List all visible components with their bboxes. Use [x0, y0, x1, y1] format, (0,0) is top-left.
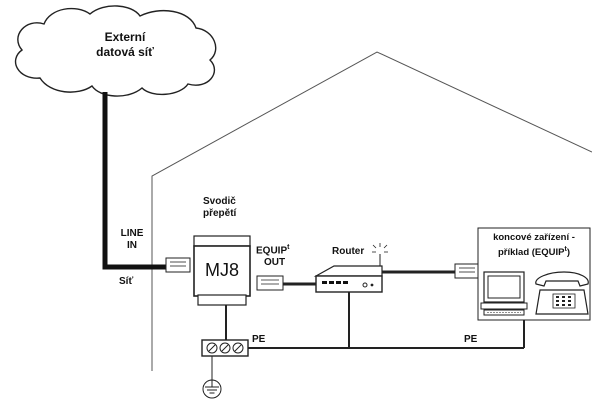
- protector-label-line2: přepětí: [203, 208, 237, 219]
- computer-icon: [480, 271, 528, 316]
- terminal-label: koncové zařízení - příklad (EQUIPt): [478, 232, 590, 259]
- terminal-block: [201, 339, 249, 357]
- rj45-connector-equip-out: [256, 275, 284, 291]
- rj45-connector-line-in: [165, 257, 191, 273]
- router-antenna-icon: [372, 243, 388, 253]
- equip-out-label-text: EQUIP: [256, 245, 288, 257]
- pe-left-label: PE: [252, 334, 266, 345]
- device-name-label: MJ8: [204, 260, 239, 280]
- mj8-device: [193, 235, 251, 306]
- external-line-cable: [102, 92, 167, 270]
- terminal-label-line2-text: příklad (EQUIP: [497, 247, 565, 259]
- router: [313, 254, 383, 293]
- equip-out-label-line1: EQUIPt: [256, 242, 289, 257]
- cloud-label-line1: Externí: [104, 30, 146, 44]
- line-in-label-line2: IN: [127, 240, 137, 251]
- terminal-label-line1: koncové zařízení -: [493, 232, 575, 243]
- pe-right-label: PE: [464, 334, 478, 345]
- telephone-icon: [535, 271, 589, 315]
- line-in-label-line1: LINE: [120, 228, 144, 239]
- equip-out-label-line2: OUT: [264, 257, 286, 269]
- cloud-label-line2: datová síť: [96, 45, 154, 59]
- terminal-label-line2: příklad (EQUIPt): [478, 244, 590, 259]
- router-label: Router: [332, 246, 365, 257]
- protector-label: Svodič přepětí: [203, 196, 236, 220]
- terminal-label-line2-end: ): [566, 247, 571, 259]
- terminal-label-sup: t: [564, 246, 567, 253]
- net-label: Síť: [119, 276, 134, 287]
- equip-out-label: EQUIPt OUT: [256, 242, 289, 269]
- external-network-cloud: [15, 5, 217, 97]
- cloud-label: Externí datová síť: [80, 30, 170, 60]
- line-in-label: LINE IN: [117, 228, 147, 252]
- equip-out-label-sup: t: [287, 244, 290, 251]
- protector-label-line1: Svodič: [203, 196, 236, 207]
- rj45-connector-terminal: [454, 263, 480, 279]
- ground-icon: [202, 379, 222, 399]
- building-outline: [151, 51, 592, 371]
